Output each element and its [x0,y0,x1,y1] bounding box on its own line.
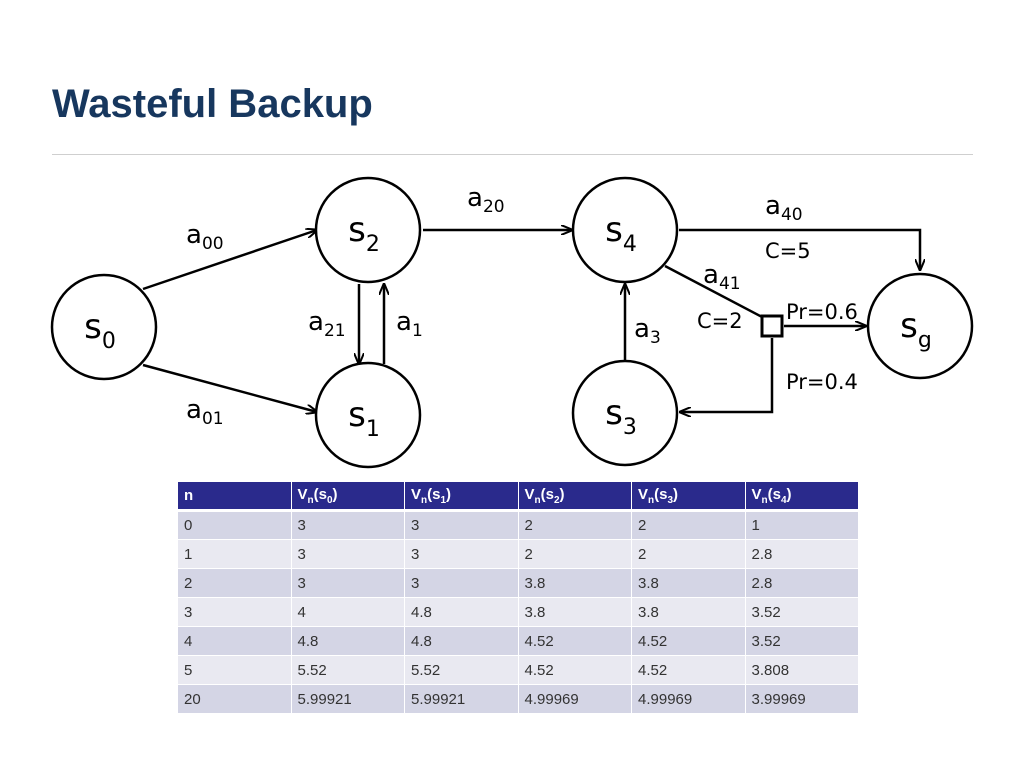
table-cell: 3 [404,539,519,569]
table-cell: 3 [290,510,405,540]
table-cell: 3 [404,510,519,540]
table-row: 3 4 4.8 3.8 3.8 3.52 [177,597,859,627]
table-cell: 4.99969 [631,684,746,714]
cost-a40: C=5 [765,239,811,263]
label-a3: a3 [634,314,661,348]
table-cell: 2 [177,568,292,598]
svg-text:sg: sg [900,306,932,353]
svg-text:s3: s3 [605,393,637,440]
table-cell: 4 [177,626,292,656]
table-row: 0 3 3 2 2 1 [177,510,859,540]
prob-to-s3: Pr=0.4 [786,370,858,394]
table-cell: 3 [177,597,292,627]
label-a01: a01 [186,395,224,429]
table-cell: 5.52 [404,655,519,685]
edge-a01 [142,363,317,412]
edge-to-s3 [680,338,774,412]
header-v-s0: Vn(s0) [290,481,405,512]
label-a1: a1 [396,307,423,341]
node-s2: s2 [314,176,422,284]
table-cell: 3.808 [744,655,859,685]
table-cell: 1 [177,539,292,569]
table-cell: 3 [290,539,405,569]
table-cell: 2 [517,510,632,540]
table-cell: 3.8 [517,597,632,627]
table-cell: 5.99921 [404,684,519,714]
edge-a41 [664,264,765,320]
table-cell: 2 [631,539,746,569]
table-cell: 5.52 [290,655,405,685]
header-v-s4: Vn(s4) [744,481,859,512]
label-a00: a00 [186,220,224,254]
table-cell: 0 [177,510,292,540]
value-iteration-table: n Vn(s0) Vn(s1) Vn(s2) Vn(s3) Vn(s4) 0 3… [177,481,859,714]
table-cell: 4.8 [290,626,405,656]
header-n: n [177,481,292,512]
table-cell: 3 [404,568,519,598]
table-cell: 4.52 [517,626,632,656]
prob-to-goal: Pr=0.6 [786,300,858,324]
table-row: 2 3 3 3.8 3.8 2.8 [177,568,859,598]
label-a41: a41 [703,260,741,294]
table-cell: 20 [177,684,292,714]
table-row: 4 4.8 4.8 4.52 4.52 3.52 [177,626,859,656]
table-header-row: n Vn(s0) Vn(s1) Vn(s2) Vn(s3) Vn(s4) [177,481,859,512]
mdp-diagram: s0 s2 s1 s4 s3 sg a00 a01 a20 a21 a1 a3 … [50,176,974,469]
table-cell: 4 [290,597,405,627]
table-cell: 4.8 [404,626,519,656]
table-cell: 3.99969 [744,684,859,714]
table-cell: 5.99921 [290,684,405,714]
node-s0: s0 [50,273,158,381]
svg-text:s0: s0 [84,307,116,354]
table-cell: 2.8 [744,539,859,569]
node-s3: s3 [571,359,679,467]
table-cell: 2 [517,539,632,569]
svg-text:s2: s2 [348,210,380,257]
table-cell: 2 [631,510,746,540]
header-v-s3: Vn(s3) [631,481,746,512]
table-cell: 4.52 [517,655,632,685]
table-row: 20 5.99921 5.99921 4.99969 4.99969 3.999… [177,684,859,714]
table-cell: 3.8 [631,568,746,598]
table-row: 5 5.52 5.52 4.52 4.52 3.808 [177,655,859,685]
chance-node [760,314,784,338]
table-cell: 2.8 [744,568,859,598]
svg-text:s4: s4 [605,210,637,257]
table-cell: 5 [177,655,292,685]
node-sg: sg [866,272,974,380]
node-s4: s4 [571,176,679,284]
header-v-s2: Vn(s2) [517,481,632,512]
table-cell: 1 [744,510,859,540]
node-s1: s1 [314,361,422,469]
table-cell: 4.8 [404,597,519,627]
table-cell: 4.52 [631,626,746,656]
edge-a40 [679,228,920,270]
table-cell: 3.52 [744,597,859,627]
table-cell: 3.8 [631,597,746,627]
header-v-s1: Vn(s1) [404,481,519,512]
svg-text:s1: s1 [348,395,380,442]
table-cell: 3 [290,568,405,598]
table-row: 1 3 3 2 2 2.8 [177,539,859,569]
label-a40: a40 [765,191,803,225]
table-cell: 4.99969 [517,684,632,714]
title-divider [52,154,973,155]
page-title: Wasteful Backup [52,82,373,126]
table-cell: 3.8 [517,568,632,598]
edge-a00 [142,230,317,291]
table-cell: 4.52 [631,655,746,685]
table-cell: 3.52 [744,626,859,656]
cost-a41: C=2 [697,309,743,333]
label-a21: a21 [308,307,346,341]
label-a20: a20 [467,183,505,217]
